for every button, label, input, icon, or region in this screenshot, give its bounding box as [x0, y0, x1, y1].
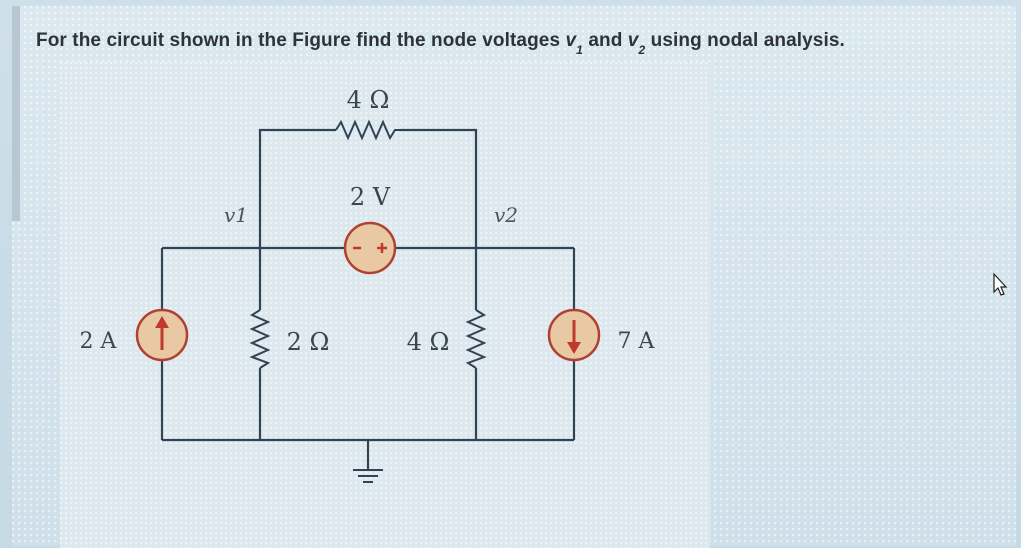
- voltage-source: [343, 221, 397, 275]
- question-prefix: For the circuit shown in the Figure find…: [36, 30, 566, 51]
- label-r-right: 4 Ω: [407, 328, 450, 356]
- var-sub-2: 2: [638, 42, 646, 57]
- scroll-indicator: [12, 6, 20, 221]
- var-letter: v: [565, 30, 577, 51]
- arrow-up-head-icon: [155, 316, 169, 328]
- label-r-left: 2 Ω: [287, 328, 330, 356]
- resistor-2ohm: [249, 309, 271, 369]
- label-node1: v1: [224, 203, 248, 227]
- wire-top-right: [400, 128, 478, 248]
- question-text: For the circuit shown in the Figure find…: [36, 30, 996, 57]
- var-letter: v: [627, 30, 639, 51]
- ground-icon: [353, 469, 383, 483]
- wires: [160, 128, 576, 470]
- label-r-top: 4 Ω: [347, 86, 390, 114]
- wire-top-left: [258, 128, 336, 248]
- label-node2: v2: [494, 203, 518, 227]
- label-isrc-right: 7 A: [618, 329, 656, 354]
- var-v1: v1: [565, 30, 583, 57]
- label-vsrc: 2 V: [350, 183, 391, 211]
- label-isrc-left: 2 A: [80, 329, 118, 354]
- resistor-top: [335, 119, 400, 141]
- question-and: and: [582, 30, 628, 51]
- resistor-4ohm-right: [465, 309, 487, 369]
- circuit-figure-bg: [60, 62, 710, 548]
- arrow-down-head-icon: [567, 342, 581, 354]
- question-suffix: using nodal analysis.: [645, 30, 845, 51]
- var-sub-1: 1: [576, 42, 583, 57]
- var-v2: v2: [627, 30, 645, 57]
- mouse-pointer-icon: [993, 272, 1008, 296]
